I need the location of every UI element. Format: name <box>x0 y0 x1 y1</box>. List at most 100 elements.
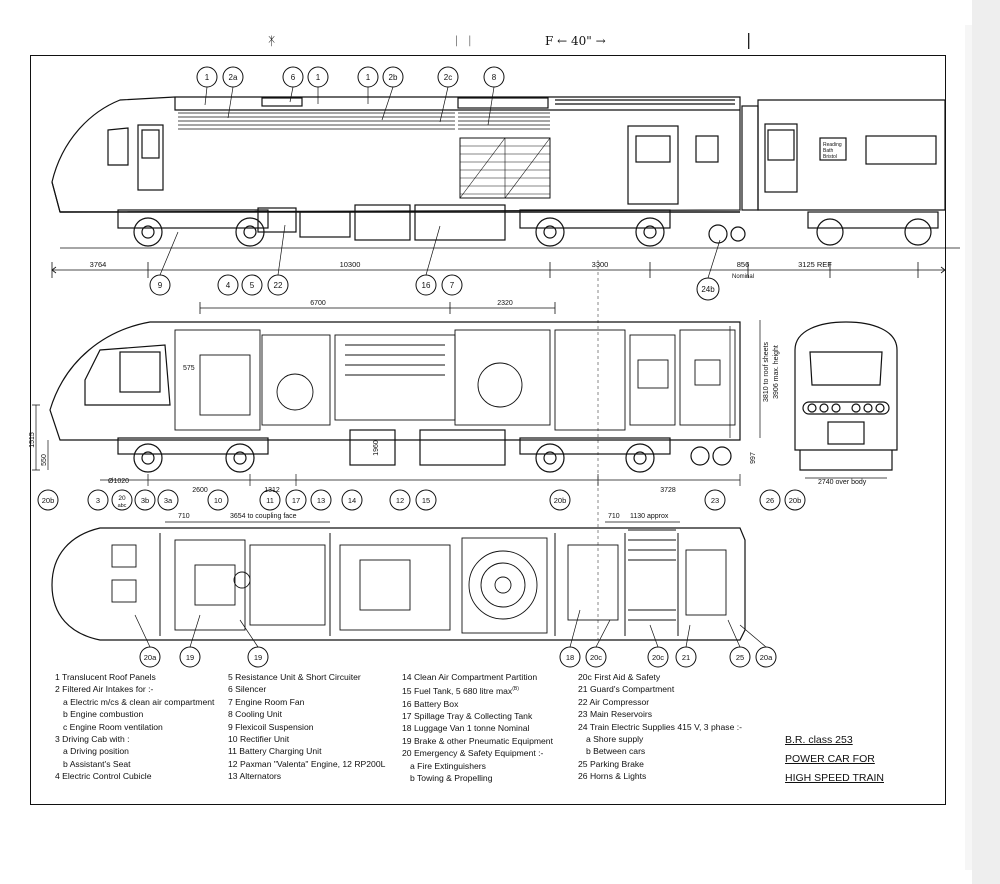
svg-text:575: 575 <box>183 365 195 372</box>
svg-text:17: 17 <box>292 496 300 505</box>
svg-text:6: 6 <box>291 73 296 82</box>
svg-text:1: 1 <box>205 73 210 82</box>
svg-text:1130 approx: 1130 approx <box>630 513 669 520</box>
svg-text:4: 4 <box>226 281 231 290</box>
svg-text:20a: 20a <box>760 653 773 662</box>
svg-text:2320: 2320 <box>497 300 513 307</box>
pencil-mark: ᛡ <box>268 34 276 48</box>
side-elevation <box>51 96 960 249</box>
drawing-title: B.R. class 253 POWER CAR FOR HIGH SPEED … <box>785 731 884 788</box>
svg-text:20c: 20c <box>652 653 664 662</box>
section-bogie-rear <box>519 437 671 473</box>
pencil-mark: | <box>746 30 752 49</box>
destination-board: Reading Bath Bristol <box>823 142 842 160</box>
plan-callouts <box>134 609 777 668</box>
legend-column-1: 1 Translucent Roof Panels 2 Filtered Air… <box>55 672 215 782</box>
svg-text:2600: 2600 <box>192 487 208 494</box>
section-callouts <box>37 489 806 511</box>
sheet-edge-shadow-inner <box>965 25 972 870</box>
end-view <box>794 321 898 479</box>
svg-text:1: 1 <box>366 73 371 82</box>
top-callouts <box>196 66 505 126</box>
drawing-border <box>30 55 946 805</box>
svg-text:1960: 1960 <box>373 440 380 456</box>
svg-text:11: 11 <box>266 496 274 505</box>
elevation-bottom-callouts <box>149 224 721 301</box>
svg-text:abc: abc <box>118 503 127 509</box>
elevation-dimension-line <box>51 262 946 278</box>
svg-text:6700: 6700 <box>310 300 326 307</box>
svg-text:10300: 10300 <box>340 260 361 269</box>
legend-column-4: 20c First Aid & Safety 21 Guard's Compar… <box>578 672 743 782</box>
svg-text:20a: 20a <box>144 653 157 662</box>
svg-text:710: 710 <box>178 513 190 520</box>
svg-text:Bristol: Bristol <box>823 154 837 160</box>
svg-text:Nominal: Nominal <box>732 274 754 280</box>
svg-text:12: 12 <box>396 496 404 505</box>
plan-view <box>51 521 746 641</box>
title-line-1: B.R. class 253 <box>785 734 853 746</box>
svg-text:19: 19 <box>186 653 194 662</box>
svg-text:3a: 3a <box>164 496 173 505</box>
svg-text:19: 19 <box>254 653 262 662</box>
legend-column-3: 14 Clean Air Compartment Partition 15 Fu… <box>402 672 553 784</box>
svg-text:1: 1 <box>316 73 321 82</box>
svg-text:5: 5 <box>250 281 255 290</box>
sheet-edge-shadow <box>972 0 1000 884</box>
svg-text:2a: 2a <box>229 73 238 82</box>
legend-column-2: 5 Resistance Unit & Short Circuiter 6 Si… <box>228 672 386 782</box>
svg-text:997: 997 <box>750 452 757 464</box>
title-line-3: HIGH SPEED TRAIN <box>785 772 884 784</box>
svg-text:20: 20 <box>118 495 126 502</box>
bogie-rear <box>519 209 671 247</box>
svg-text:20c: 20c <box>590 653 602 662</box>
sectional-elevation <box>49 302 741 473</box>
svg-text:Reading: Reading <box>823 142 842 148</box>
svg-text:20b: 20b <box>789 496 802 505</box>
trailer-bogie <box>807 211 939 246</box>
pencil-mark: ᛁᛁ <box>453 34 480 48</box>
svg-text:22: 22 <box>274 281 283 290</box>
svg-text:16: 16 <box>422 281 431 290</box>
svg-text:1515: 1515 <box>29 432 36 448</box>
section-dimensions <box>32 260 761 640</box>
svg-text:26: 26 <box>766 496 774 505</box>
svg-text:20b: 20b <box>554 496 567 505</box>
svg-text:3300: 3300 <box>592 260 609 269</box>
svg-text:15: 15 <box>422 496 430 505</box>
svg-text:13: 13 <box>317 496 325 505</box>
section-bogie-front <box>117 437 269 473</box>
svg-text:21: 21 <box>682 653 690 662</box>
svg-text:9: 9 <box>158 281 163 290</box>
svg-text:Ø1020: Ø1020 <box>108 478 129 485</box>
svg-text:8: 8 <box>492 73 497 82</box>
svg-text:3728: 3728 <box>660 487 676 494</box>
svg-text:14: 14 <box>348 496 356 505</box>
svg-text:23: 23 <box>711 496 719 505</box>
svg-text:710: 710 <box>608 513 620 520</box>
svg-text:2b: 2b <box>389 73 398 82</box>
svg-text:3: 3 <box>96 496 100 505</box>
svg-text:3b: 3b <box>141 496 149 505</box>
title-line-2: POWER CAR FOR <box>785 753 875 765</box>
svg-text:856: 856 <box>737 260 750 269</box>
svg-text:Bath: Bath <box>823 148 834 154</box>
svg-text:7: 7 <box>450 281 455 290</box>
svg-text:25: 25 <box>736 653 744 662</box>
svg-text:3810 to roof sheets: 3810 to roof sheets <box>763 342 770 402</box>
svg-text:2c: 2c <box>444 73 452 82</box>
svg-text:3125 REF: 3125 REF <box>798 260 832 269</box>
svg-text:3906 max. height: 3906 max. height <box>773 345 780 399</box>
svg-text:2740 over body: 2740 over body <box>818 479 867 486</box>
svg-text:18: 18 <box>566 653 574 662</box>
svg-text:3654 to coupling face: 3654 to coupling face <box>230 513 297 520</box>
svg-text:24b: 24b <box>701 285 715 294</box>
bogie-front <box>117 209 269 247</box>
svg-text:550: 550 <box>41 454 48 466</box>
svg-text:10: 10 <box>214 496 222 505</box>
svg-text:3764: 3764 <box>90 260 107 269</box>
svg-text:20b: 20b <box>42 496 55 505</box>
pencil-note: F ← 40" → <box>545 34 606 48</box>
